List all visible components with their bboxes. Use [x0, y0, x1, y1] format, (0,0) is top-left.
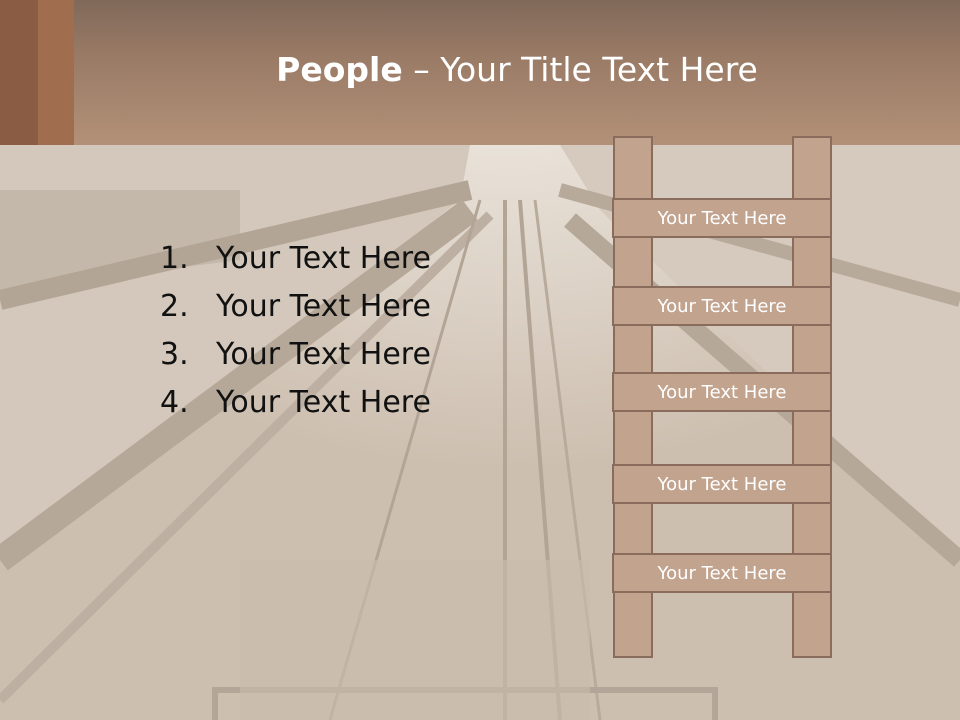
- ladder-rung: Your Text Here: [612, 553, 832, 593]
- list-text: Your Text Here: [216, 288, 431, 324]
- list-number: 2.: [160, 288, 189, 324]
- list-number: 1.: [160, 240, 189, 276]
- title-accent-dark: [0, 0, 38, 145]
- list-item: 1. Your Text Here: [160, 234, 431, 282]
- list-item: 2. Your Text Here: [160, 282, 431, 330]
- title-bold: People: [276, 50, 403, 89]
- title-rest: – Your Title Text Here: [402, 50, 758, 89]
- list-text: Your Text Here: [216, 336, 431, 372]
- list-number: 3.: [160, 336, 189, 372]
- ladder-rung: Your Text Here: [612, 464, 832, 504]
- ladder-rung: Your Text Here: [612, 198, 832, 238]
- list-item: 4. Your Text Here: [160, 378, 431, 426]
- numbered-list: 1. Your Text Here 2. Your Text Here 3. Your…: [160, 234, 431, 426]
- list-text: Your Text Here: [216, 384, 431, 420]
- slide-title: People – Your Title Text Here: [74, 50, 960, 89]
- title-accent-light: [38, 0, 74, 145]
- ladder-rung: Your Text Here: [612, 372, 832, 412]
- list-text: Your Text Here: [216, 240, 431, 276]
- ladder-rung: Your Text Here: [612, 286, 832, 326]
- list-item: 3. Your Text Here: [160, 330, 431, 378]
- title-bar: People – Your Title Text Here: [0, 0, 960, 145]
- list-number: 4.: [160, 384, 189, 420]
